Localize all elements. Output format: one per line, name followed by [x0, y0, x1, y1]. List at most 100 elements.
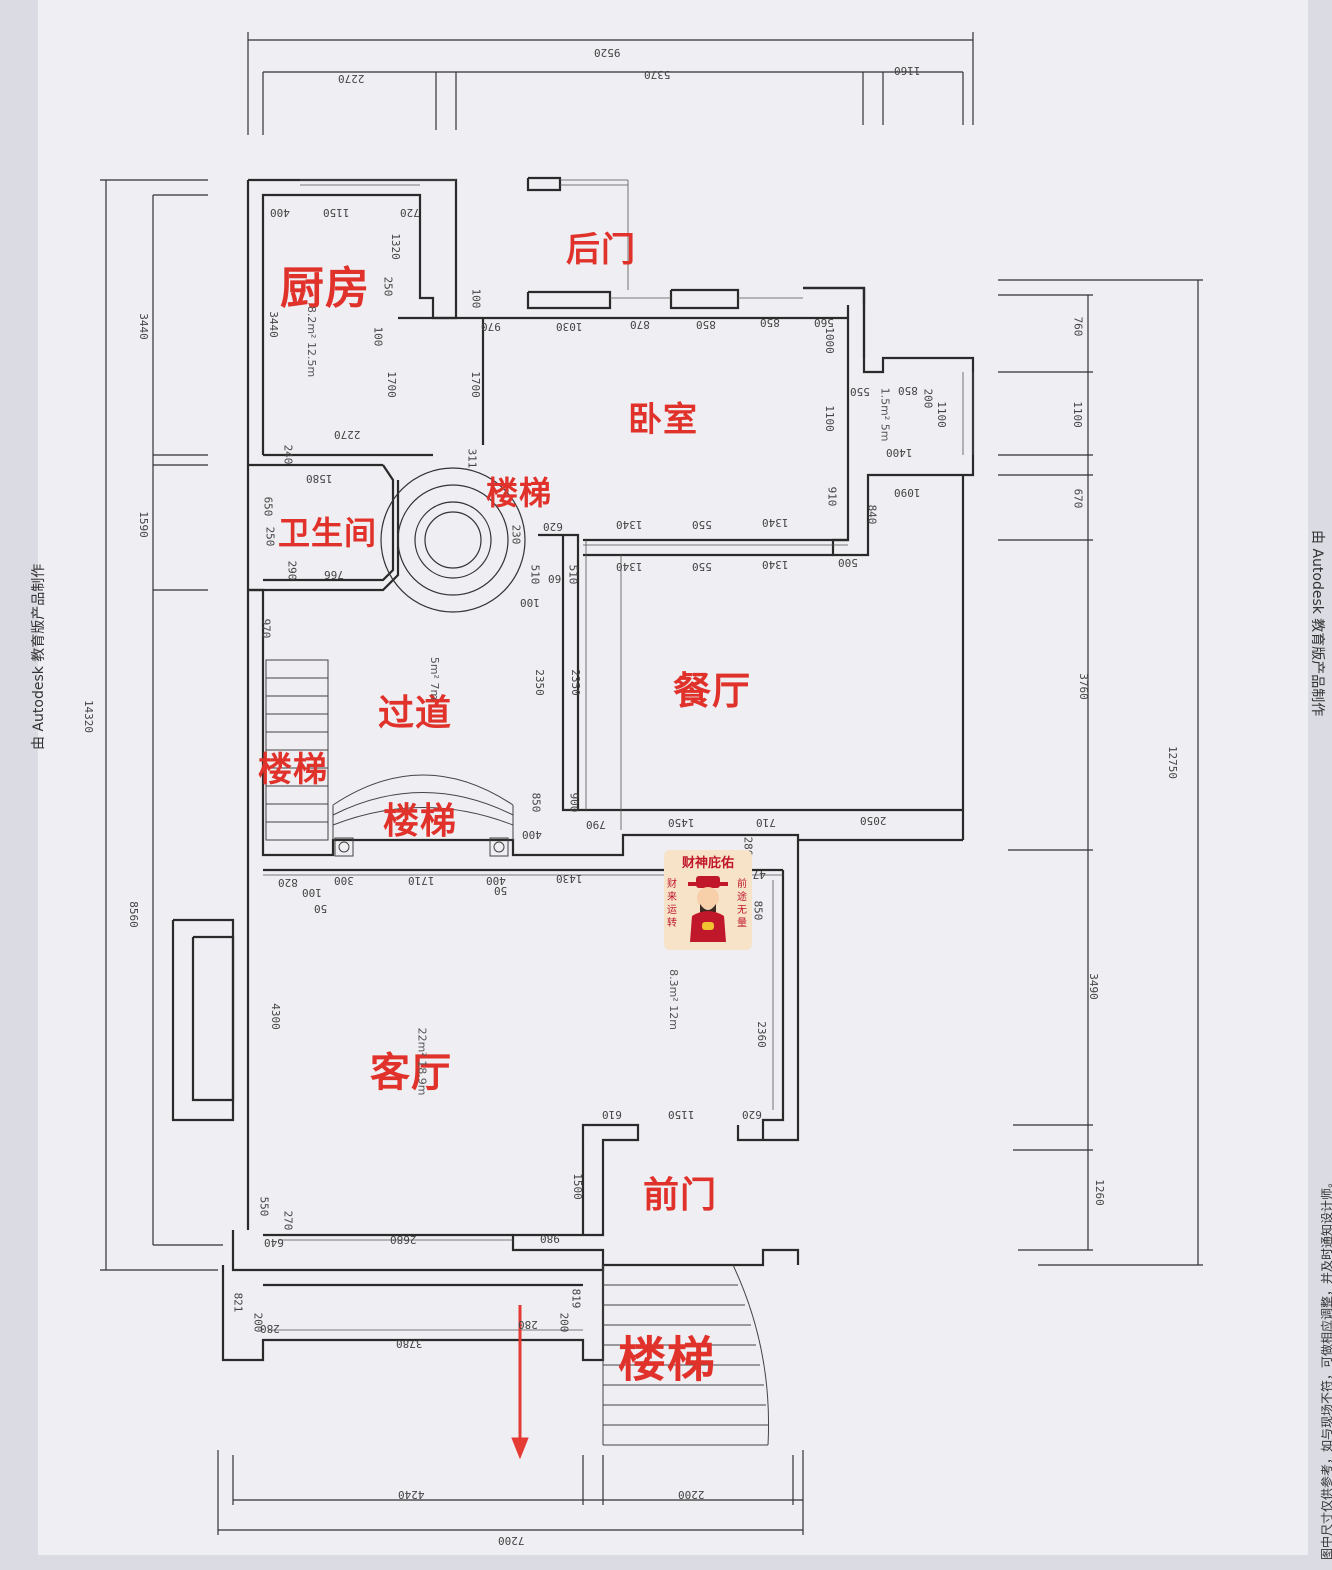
- dim-p-3780: 3780: [396, 1337, 423, 1350]
- label-bedroom: 卧室: [628, 400, 698, 440]
- label-front-door: 前门: [643, 1175, 718, 1216]
- stair-front: [602, 1264, 770, 1446]
- dim-w-650: 650: [261, 496, 275, 517]
- dim-b-500: 500: [838, 556, 858, 569]
- dim-left-total: 14320: [82, 699, 96, 734]
- dim-top-total: 9520: [594, 46, 621, 59]
- dim-c-900: 900: [567, 792, 581, 813]
- label-stairs-front: 楼梯: [618, 1332, 717, 1388]
- dim-l-550: 550: [257, 1196, 271, 1217]
- dim-bottom-2: 2200: [678, 1488, 705, 1501]
- dim-b-550b: 550: [692, 518, 712, 531]
- dim-k-1700b: 1700: [468, 371, 482, 398]
- dim-b-1340d: 1340: [762, 558, 789, 571]
- sticker-title: 财神庇佑: [681, 856, 734, 871]
- dim-bottom-total: 7200: [498, 1534, 525, 1547]
- dim-w-250: 250: [263, 526, 277, 547]
- dim-k-1320: 1320: [388, 233, 402, 260]
- dim-l-610: 610: [602, 1108, 622, 1121]
- dim-k-1150: 1150: [323, 206, 350, 219]
- dim-k-100a: 100: [469, 288, 483, 309]
- dim-p-819: 819: [569, 1288, 583, 1309]
- dim-l-620: 620: [742, 1108, 762, 1121]
- dim-l-100: 100: [302, 886, 322, 899]
- dim-top-1: 2270: [338, 72, 365, 85]
- floor-plan: [100, 32, 1203, 1535]
- dim-w-766: 766: [324, 568, 344, 581]
- area-corridor: 5m² 7m: [428, 656, 442, 701]
- dim-b-1090: 1090: [894, 486, 921, 499]
- dim-l-4300: 4300: [268, 1003, 282, 1030]
- dim-l-850: 850: [751, 900, 765, 921]
- dim-s-100: 100: [520, 596, 540, 609]
- dim-b-870: 870: [630, 318, 650, 331]
- dim-bottom-1: 4240: [398, 1488, 425, 1501]
- dim-l-1710: 1710: [408, 874, 435, 887]
- label-corridor: 过道: [378, 693, 453, 734]
- dim-b-550c: 550: [692, 560, 712, 573]
- dim-d-2050: 2050: [860, 814, 887, 827]
- dim-left-2: 1590: [136, 511, 150, 538]
- dim-top-3: 1160: [894, 64, 921, 77]
- dim-b-850b: 850: [760, 316, 780, 329]
- dim-top-2: 5370: [644, 68, 671, 81]
- dim-s-230: 230: [509, 524, 523, 545]
- dim-b-620: 620: [543, 520, 563, 533]
- label-stairs-left: 楼梯: [258, 750, 328, 790]
- dim-right-3: 670: [1071, 488, 1085, 509]
- dim-l-980: 980: [540, 1232, 560, 1245]
- dim-k-100b: 100: [371, 326, 385, 347]
- sticker-left-text: 财来运转: [667, 879, 677, 929]
- label-kitchen: 厨房: [280, 263, 370, 314]
- dim-b-1340c: 1340: [616, 560, 643, 573]
- dim-s-510b: 510: [566, 564, 580, 585]
- dim-d-790: 790: [586, 818, 606, 831]
- dim-b-1340b: 1340: [762, 516, 789, 529]
- watermark-right: 由 Autodesk 教育版产品制作: [1309, 530, 1325, 717]
- god-of-wealth-sticker: 财神庇佑 财来运转 前途无量: [664, 850, 752, 950]
- sticker-right-text: 前途无量: [737, 879, 747, 929]
- dim-p-821: 821: [231, 1292, 245, 1313]
- dim-right-1: 760: [1071, 316, 1085, 337]
- dim-k-3440: 3440: [266, 311, 280, 338]
- area-living-small: 8.3m² 12m: [666, 969, 680, 1030]
- dim-k-2270: 2270: [334, 428, 361, 441]
- dim-left-3: 8560: [126, 901, 140, 928]
- dim-k-1700a: 1700: [384, 371, 398, 398]
- area-living: 22m² 18.9m: [415, 1027, 429, 1096]
- designer-note: 图中尺寸仅供参考，如与现场不符，可做相应调整，并及时通知设计师。: [1320, 1175, 1332, 1560]
- dim-l-1150: 1150: [668, 1108, 695, 1121]
- spiral-stair-outer: [380, 467, 526, 613]
- stair-left: [265, 659, 329, 841]
- dim-s-311: 311: [465, 448, 479, 469]
- dim-l-1500: 1500: [570, 1173, 584, 1200]
- label-bathroom: 卫生间: [278, 514, 378, 552]
- dim-l-2680: 2680: [390, 1233, 417, 1246]
- dim-b-1340a: 1340: [616, 518, 643, 531]
- dim-d-1450: 1450: [668, 816, 695, 829]
- dim-p-280a: 280: [260, 1322, 280, 1335]
- dim-c-850: 850: [529, 792, 543, 813]
- dim-b-550: 550: [850, 385, 870, 398]
- dim-k-400: 400: [270, 206, 290, 219]
- dim-w-290: 290: [285, 560, 299, 581]
- area-kitchen: 8.2m² 12.5m: [305, 305, 319, 378]
- dim-k-720: 720: [400, 206, 420, 219]
- label-living-room: 客厅: [370, 1050, 452, 1096]
- dim-l-820: 820: [278, 876, 298, 889]
- watermark-left: 由 Autodesk 教育版产品制作: [31, 563, 47, 750]
- dim-b-200: 200: [921, 388, 935, 409]
- dim-b-850a: 850: [696, 318, 716, 331]
- dim-right-4: 3760: [1076, 673, 1090, 700]
- dim-p-200b: 200: [557, 1312, 571, 1333]
- dim-left-1: 3440: [136, 313, 150, 340]
- dim-p-280b: 280: [518, 1318, 538, 1331]
- stair-middle: [332, 774, 514, 857]
- dim-b-970: 970: [481, 320, 501, 333]
- dim-w-240: 240: [281, 444, 295, 465]
- dim-l-50b: 50: [494, 884, 508, 897]
- dim-w-1580: 1580: [306, 472, 333, 485]
- dim-k-250: 250: [381, 276, 395, 297]
- dim-d-710: 710: [756, 816, 776, 829]
- label-stairs-middle: 楼梯: [383, 801, 458, 842]
